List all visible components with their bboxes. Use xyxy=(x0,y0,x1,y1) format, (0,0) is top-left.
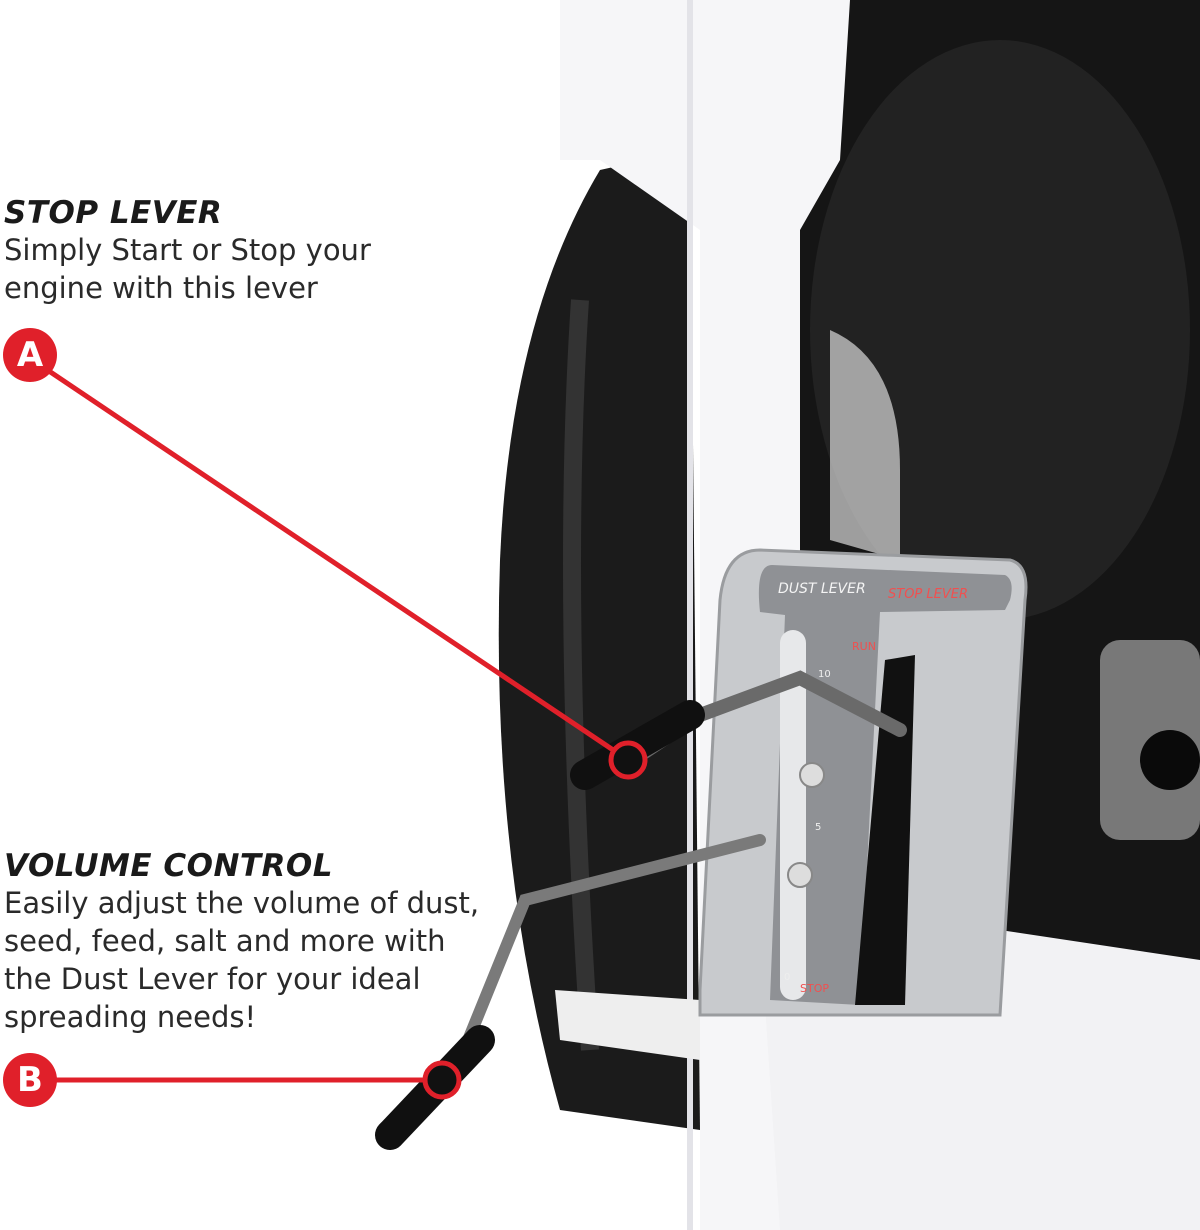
run-label: RUN xyxy=(852,640,876,653)
callout-title: STOP LEVER xyxy=(4,195,223,231)
callout-line: engine with this lever xyxy=(4,271,318,305)
callout-line: the Dust Lever for your ideal xyxy=(4,962,421,996)
badge-b: B xyxy=(3,1053,57,1107)
plate-label-area xyxy=(758,565,1012,1005)
callout-stop-lever: STOP LEVER Simply Start or Stop your eng… xyxy=(4,195,371,307)
screw-icon xyxy=(799,762,825,788)
dust-lever xyxy=(454,834,766,1066)
callout-a-line xyxy=(38,362,630,763)
callout-line: Easily adjust the volume of dust, xyxy=(4,886,480,920)
callout-a-target xyxy=(608,740,648,780)
dust-lever-label: DUST LEVER xyxy=(778,581,866,597)
callout-line: Simply Start or Stop your xyxy=(4,233,371,267)
callout-line: spreading needs! xyxy=(4,1000,257,1034)
callout-title: VOLUME CONTROL xyxy=(4,848,334,884)
screw-icon xyxy=(787,862,813,888)
back-pad xyxy=(498,150,700,1130)
callout-b-target xyxy=(422,1060,462,1100)
stop-lever-label: STOP LEVER xyxy=(888,587,968,602)
callout-line: seed, feed, salt and more with xyxy=(4,924,446,958)
badge-a: A xyxy=(3,328,57,382)
scale-0: 0 xyxy=(784,972,790,983)
scale-5: 5 xyxy=(815,822,821,833)
scale-10: 10 xyxy=(818,669,831,680)
callout-volume-control: VOLUME CONTROL Easily adjust the volume … xyxy=(4,848,479,1036)
stop-label: STOP xyxy=(800,982,829,995)
fan-grille xyxy=(830,330,900,560)
